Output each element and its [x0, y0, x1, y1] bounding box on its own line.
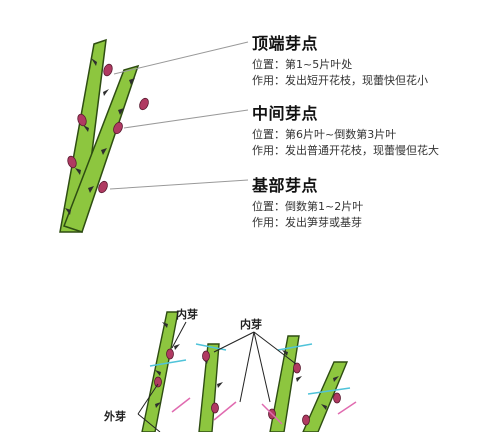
label-inner-bud-1: 内芽 [176, 308, 198, 321]
section-function-base-bud: 作用：发出笋芽或基芽 [252, 216, 362, 229]
section-function-middle-bud: 作用：发出普通开花枝，现蕾慢但花大 [252, 144, 439, 157]
cut-marks-cyan [149, 343, 351, 395]
section-position-base-bud: 位置：倒数第1~2片叶 [252, 200, 364, 213]
section-position-middle-bud: 位置：第6片叶~倒数第3片叶 [252, 128, 397, 141]
section-title-middle-bud: 中间芽点 [252, 104, 319, 123]
bud [154, 376, 162, 388]
bud [98, 180, 108, 194]
bud [211, 402, 219, 414]
top-stem-left [59, 38, 107, 233]
bud [77, 113, 87, 127]
pointer-lines [137, 321, 297, 432]
cut-marks-pink [171, 397, 357, 425]
bud [113, 121, 123, 135]
section-title-top-bud: 顶端芽点 [252, 34, 319, 53]
bottom-stem-2 [198, 343, 220, 432]
bottom-stems [137, 311, 357, 432]
top-stems [59, 38, 249, 233]
bud [139, 97, 149, 111]
label-outer-bud: 外芽 [104, 410, 126, 423]
section-function-top-bud: 作用：发出短开花枝，现蕾快但花小 [252, 74, 428, 87]
bud [103, 63, 113, 77]
bud [293, 362, 301, 374]
section-title-base-bud: 基部芽点 [252, 176, 319, 195]
top-buds [67, 63, 149, 194]
bud [302, 414, 310, 426]
leader-lines [109, 41, 249, 190]
bud [166, 348, 174, 360]
bud [67, 155, 77, 169]
top-thorns [65, 58, 135, 215]
label-inner-bud-2: 内芽 [240, 318, 262, 331]
bud [333, 392, 341, 404]
top-stem-right [63, 64, 140, 233]
bud [202, 350, 210, 362]
section-position-top-bud: 位置：第1~5片叶处 [252, 58, 353, 71]
